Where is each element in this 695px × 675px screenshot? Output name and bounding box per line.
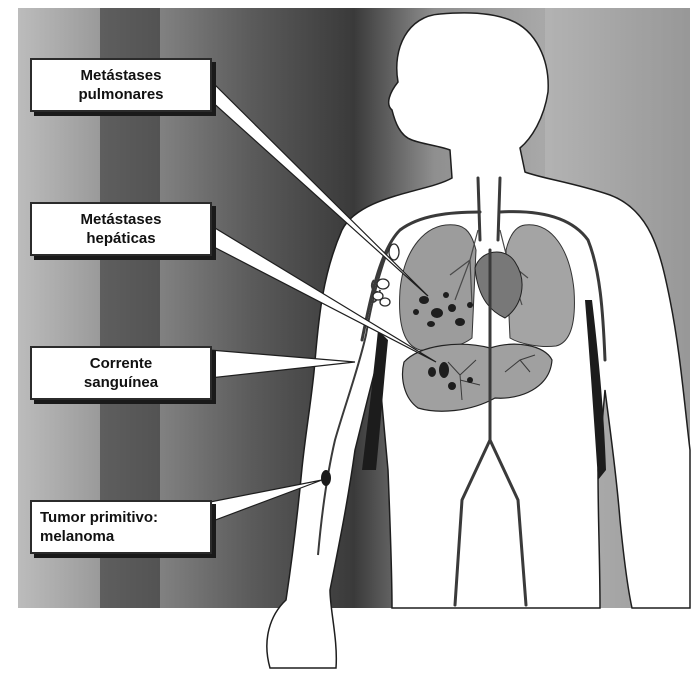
label-pulmonary-line2: pulmonares [40, 85, 202, 104]
label-primary-line1: Tumor primitivo: [40, 508, 202, 527]
label-pulmonary-line1: Metástases [40, 66, 202, 85]
label-hepatic-line2: hepáticas [40, 229, 202, 248]
page-bottom [0, 608, 695, 675]
label-bloodstream-line1: Corrente [40, 354, 202, 373]
label-pulmonary-metastases: Metástases pulmonares [30, 58, 212, 112]
label-primary-tumor: Tumor primitivo: melanoma [30, 500, 212, 554]
label-bloodstream: Corrente sanguínea [30, 346, 212, 400]
label-primary-line2: melanoma [40, 527, 202, 546]
label-hepatic-line1: Metástases [40, 210, 202, 229]
label-bloodstream-line2: sanguínea [40, 373, 202, 392]
label-hepatic-metastases: Metástases hepáticas [30, 202, 212, 256]
primary-tumor [321, 470, 331, 486]
